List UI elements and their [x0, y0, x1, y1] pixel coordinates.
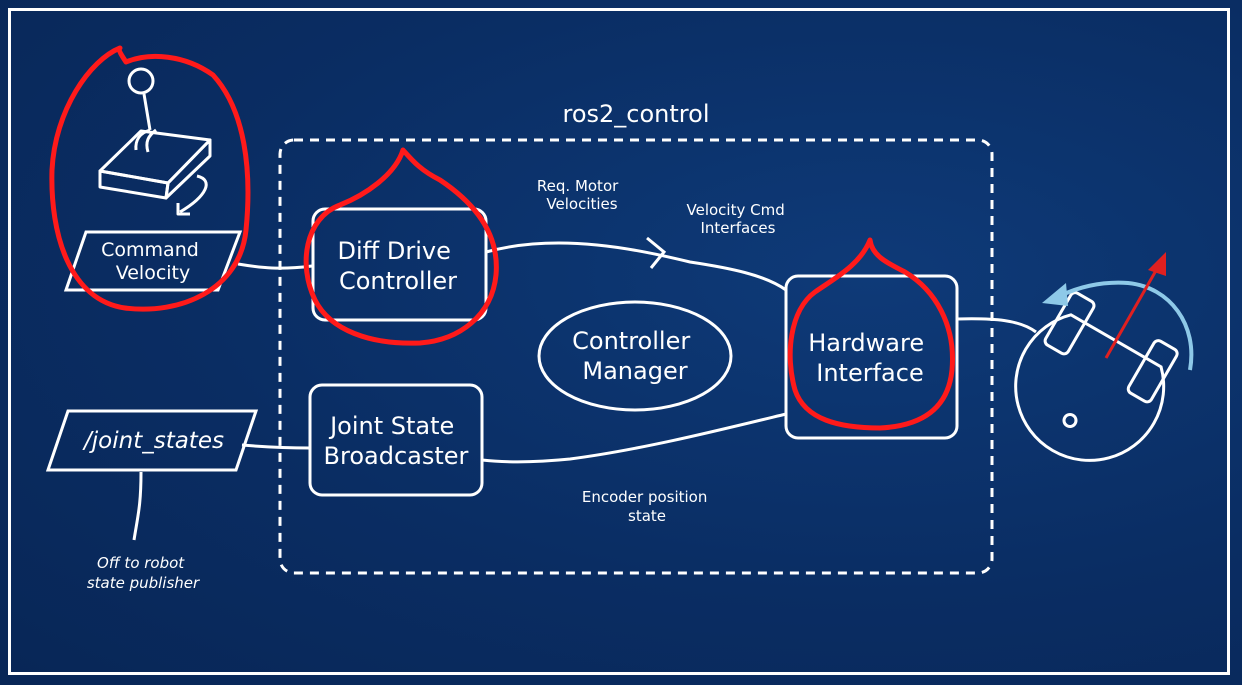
- off-to-robot-note: Off to robot state publisher: [87, 554, 200, 592]
- controller-manager-node: [537, 300, 733, 412]
- ros2-control-boundary: [278, 138, 994, 575]
- annotation-joystick: [49, 45, 251, 312]
- joint-state-broadcaster-label: Joint State Broadcaster: [324, 412, 469, 470]
- req-motor-velocities-label: Req. Motor Velocities: [537, 177, 623, 213]
- outer-frame: [8, 8, 1230, 675]
- annotation-hardware: [787, 237, 955, 431]
- joint-states-node: [45, 409, 259, 472]
- red-annotations: [49, 45, 955, 431]
- ros2-control-title: ros2_control: [563, 100, 710, 128]
- controller-manager-label: Controller Manager: [572, 327, 698, 385]
- diff-drive-controller-node: [311, 207, 488, 322]
- edge-broadcaster-to-jointstates: [241, 443, 311, 450]
- hardware-interface-node: [784, 274, 959, 440]
- heading-arrow-head: [1148, 252, 1166, 276]
- edge-hardware-to-robot: [956, 317, 1037, 334]
- hardware-interface-label: Hardware Interface: [808, 329, 932, 387]
- robot-base-icon: [1014, 291, 1179, 462]
- rotation-arrow-head: [1042, 283, 1068, 306]
- edge-diffdrive-to-hardware: [485, 241, 787, 292]
- joint-states-label: /joint_states: [82, 428, 224, 454]
- diff-drive-controller-label: Diff Drive Controller: [338, 237, 459, 295]
- joystick-icon: [98, 67, 212, 216]
- encoder-position-state-label: Encoder position state: [582, 488, 712, 525]
- edge-chevron: [646, 236, 667, 269]
- edge-cmdvel-to-diffdrive: [237, 262, 313, 270]
- joint-state-broadcaster-node: [308, 383, 484, 497]
- edge-jointstates-to-note: [132, 471, 143, 541]
- edge-hardware-to-broadcaster: [481, 412, 787, 464]
- command-velocity-label: Command Velocity: [101, 239, 205, 284]
- velocity-cmd-interfaces-label: Velocity Cmd Interfaces: [687, 201, 790, 237]
- heading-arrow: [1104, 266, 1160, 359]
- annotation-diff-drive: [303, 147, 499, 346]
- rotation-arrow: [1059, 280, 1194, 371]
